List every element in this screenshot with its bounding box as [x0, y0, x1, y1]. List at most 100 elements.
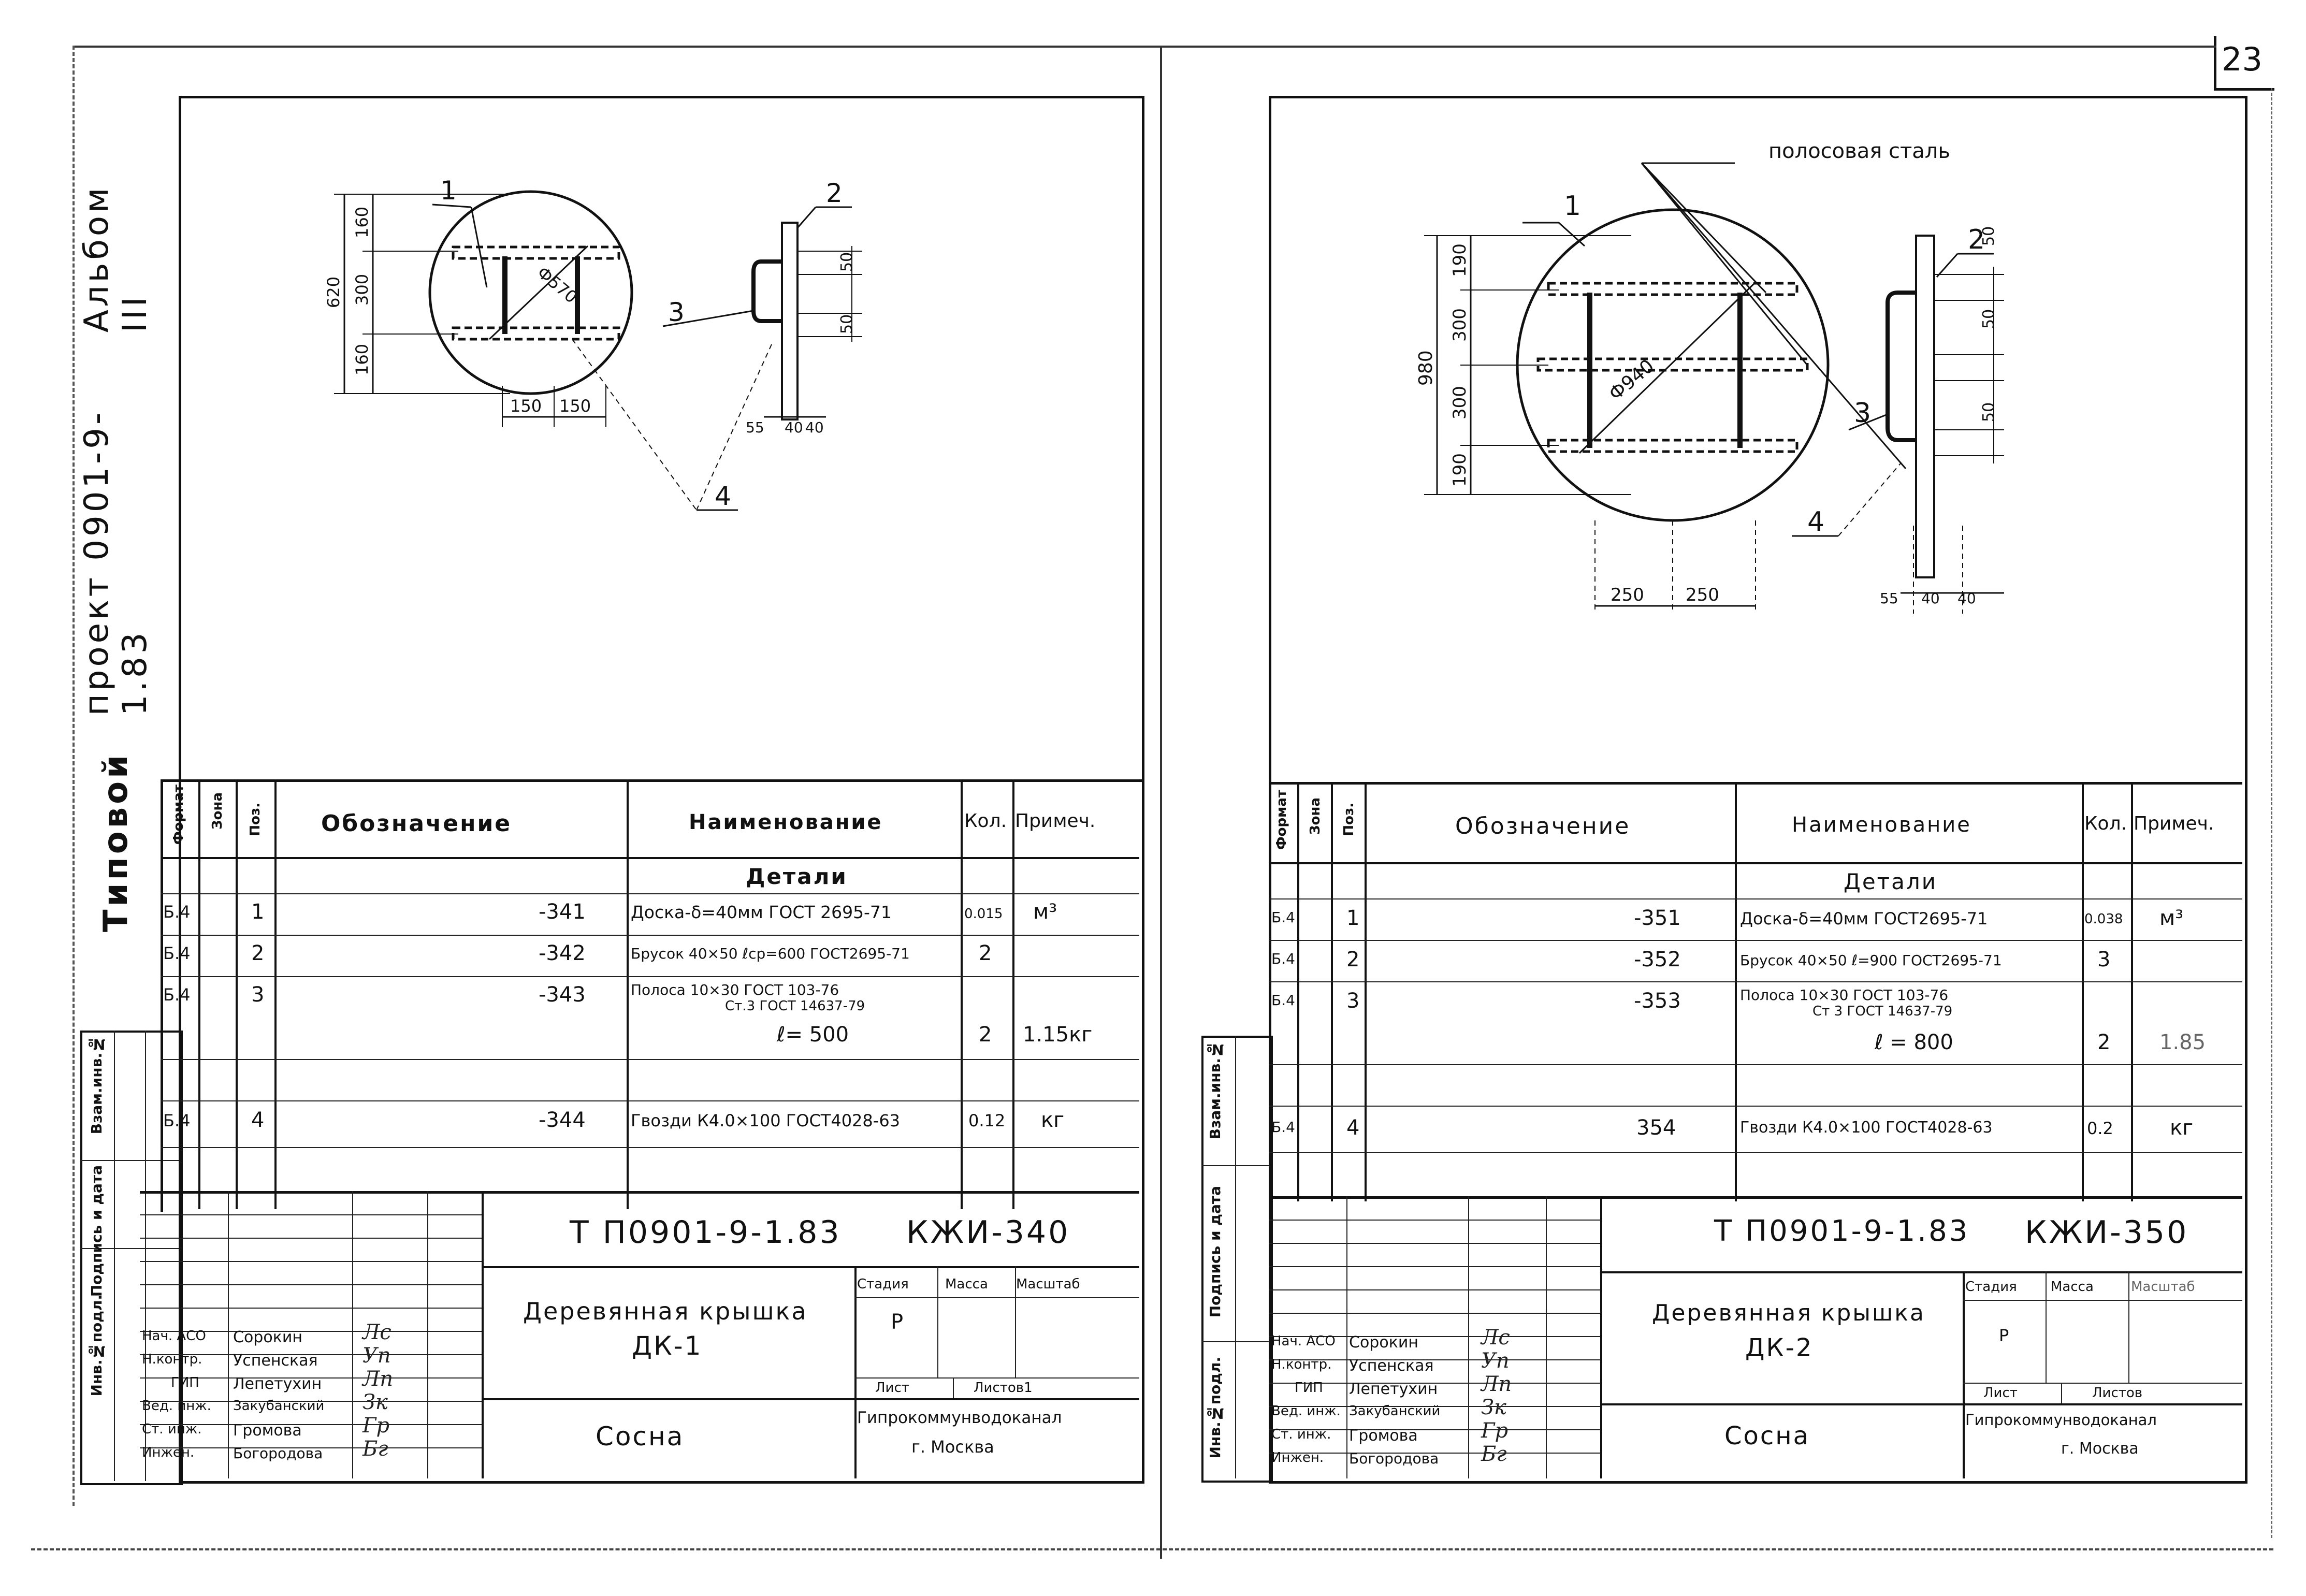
section-board-left: [781, 222, 799, 420]
left-strip-label-sign: Подпись и дата: [88, 1165, 105, 1297]
left-side-strip: [80, 1031, 183, 1485]
left-row5-note: кг: [1041, 1108, 1065, 1132]
lt-staff-3-sig: Лп: [362, 1367, 394, 1391]
label-strip-steel: полосовая сталь: [1768, 139, 1950, 163]
lt-sheet-head: [854, 1377, 1139, 1379]
rt-mass-label: Масса: [2051, 1279, 2094, 1295]
dim-190a-right: 190: [1449, 243, 1470, 277]
lid-circle-right: [1516, 208, 1830, 522]
left-row-line2: [161, 935, 1139, 936]
rt-h5: [1269, 1313, 1600, 1314]
rt-staff-1-sig: Лс: [1481, 1326, 1510, 1350]
lt-staff-4-name: Закубанский: [233, 1398, 325, 1414]
right-hdr-zone: Зона: [1308, 797, 1323, 835]
right-row5-format: Б.4: [1271, 1119, 1295, 1136]
dim-300-left: 300: [352, 274, 372, 306]
rt-h7: [1269, 1359, 1600, 1360]
rt-staff-3-sig: Лп: [1481, 1372, 1512, 1396]
left-sheet: [179, 96, 1144, 1484]
bar-top-left: [452, 245, 620, 260]
callout-3-right: 3: [1854, 398, 1871, 429]
rt-code: Т П0901-9-1.83: [1714, 1214, 1970, 1248]
left-row2-desig: -342: [539, 941, 586, 965]
page-number-box: [2214, 36, 2274, 91]
rt-h1: [1269, 1220, 1600, 1221]
right-row-line3: [1269, 981, 2242, 982]
callout-4-left: 4: [715, 481, 731, 511]
rt-stage-head: [1963, 1300, 2242, 1301]
lt-v2: [352, 1191, 353, 1478]
rt-h4: [1269, 1289, 1600, 1290]
left-row-line5: [161, 1100, 1139, 1101]
right-drawing: полосовая сталь 1 2 3 4 980 190 300 300 …: [1415, 139, 2004, 614]
lt-stage: Р: [891, 1310, 904, 1334]
left-row-line1: [161, 893, 1139, 894]
lt-title2: ДК-1: [632, 1331, 703, 1361]
bar-mid-right: [1536, 357, 1809, 372]
lt-title1: Деревянная крышка: [523, 1297, 808, 1325]
lt-stage-div1: [937, 1266, 938, 1377]
rt-material: Сосна: [1724, 1421, 1810, 1450]
left-row4-name: ℓ= 500: [777, 1023, 849, 1047]
right-strip-label-inv: Инв.№подл.: [1207, 1357, 1224, 1459]
lt-material: Сосна: [596, 1421, 685, 1452]
left-row5-name: Гвозди К4.0×100 ГОСТ4028-63: [631, 1111, 901, 1130]
left-drawing: 1 2 3 4 620 160 300 160 50 50 Ф570 150 1…: [324, 176, 862, 511]
callout-2-right: 2: [1968, 224, 1985, 255]
left-row5-desig: -344: [539, 1108, 586, 1132]
right-row5-pos: 4: [1346, 1116, 1360, 1140]
dim-50b-left: 50: [838, 314, 856, 334]
right-strip-h1: [1201, 1165, 1269, 1166]
rt-code-bottom: [1600, 1271, 2242, 1273]
rt-staff-4-role: Вед. инж.: [1271, 1403, 1341, 1419]
right-row1-pos: 1: [1346, 906, 1360, 930]
lt-title-bottom: [482, 1398, 1139, 1400]
right-row2-qty: 3: [2097, 948, 2111, 971]
rt-stage-div1: [2046, 1271, 2047, 1383]
rt-org1: Гипрокоммунводоканал: [1965, 1411, 2157, 1429]
rt-staff-3-role: ГИП: [1295, 1380, 1323, 1396]
left-col-pos: [274, 779, 277, 1209]
left-hdr-format: Формат: [171, 785, 186, 845]
left-hdr-designation: Обозначение: [321, 810, 512, 837]
left-col-zone: [236, 779, 238, 1209]
right-row1-desig: -351: [1634, 906, 1681, 930]
right-hdr-qty: Кол.: [2084, 813, 2127, 834]
rt-h3: [1269, 1266, 1600, 1267]
callout-2-left: 2: [826, 178, 843, 208]
lt-code-bottom: [482, 1266, 1139, 1268]
bar-top-right: [1547, 282, 1799, 296]
dim-55-right: 55: [1880, 590, 1898, 607]
left-row1-name: Доска-δ=40мм ГОСТ 2695-71: [631, 902, 892, 922]
left-row4-qty: 2: [979, 1023, 992, 1047]
lt-staff-1-name: Сорокин: [233, 1328, 302, 1346]
rt-staff-1-name: Сорокин: [1349, 1333, 1418, 1352]
lt-staff-3-role: ГИП: [171, 1375, 199, 1390]
lt-stage-div2: [1015, 1266, 1016, 1377]
side-title-typical: Типовой: [97, 752, 135, 932]
right-row-line4: [1269, 1064, 2242, 1065]
left-hdr-qty: Кол.: [964, 810, 1007, 832]
outer-top-line: [72, 46, 2216, 48]
left-row2-pos: 2: [251, 941, 265, 965]
rt-staff-6-sig: Бг: [1481, 1442, 1507, 1466]
left-col-name: [961, 779, 963, 1209]
right-spec-table: [1269, 782, 2242, 1204]
rt-sheets-label: Листов: [2092, 1385, 2143, 1401]
lt-h4: [140, 1284, 482, 1285]
left-row-line4: [161, 1059, 1139, 1060]
right-hdr-pos: Поз.: [1341, 803, 1357, 836]
right-titleblock: [1269, 1196, 2242, 1481]
rt-stage-label: Стадия: [1965, 1279, 2017, 1295]
lt-staff-2-role: Н.контр.: [142, 1352, 202, 1367]
left-col-qty: [1012, 779, 1014, 1209]
lt-code: Т П0901-9-1.83: [570, 1214, 842, 1251]
lt-h6: [140, 1331, 482, 1332]
dim-50b-right: 50: [1980, 309, 1998, 329]
diameter-right: Ф940: [1605, 355, 1658, 404]
left-row5-qty: 0.12: [968, 1111, 1006, 1130]
lt-staff-1-sig: Лс: [362, 1321, 391, 1344]
dim-55-left: 55: [746, 419, 764, 436]
rt-h6: [1269, 1336, 1600, 1337]
